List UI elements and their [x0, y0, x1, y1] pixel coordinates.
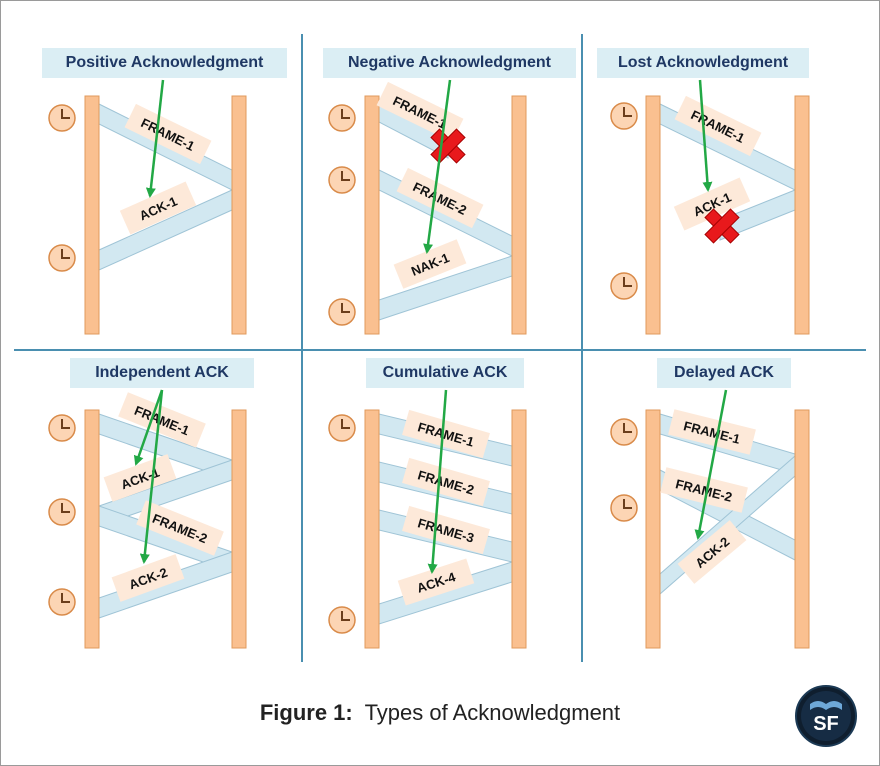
timer-icon	[610, 272, 638, 300]
frame-label: FRAME-1	[402, 409, 490, 459]
panel-independent-ack: FRAME-1 ACK-1 FRAME-2 ACK-2	[48, 389, 247, 649]
panel-delayed-ack: FRAME-1 FRAME-2 ACK-2	[610, 389, 810, 649]
timer-icon	[610, 102, 638, 130]
receiver-bar	[794, 95, 810, 335]
logo-text: SF	[813, 713, 839, 735]
timer-icon	[328, 606, 356, 634]
book-icon	[810, 701, 842, 710]
pointer-arrow	[145, 79, 165, 198]
receiver-bar	[231, 409, 247, 649]
panel-title-positive: Positive Acknowledgment	[42, 48, 287, 78]
receiver-bar	[511, 409, 527, 649]
figure-caption: Figure 1: Types of Acknowledgment	[0, 700, 880, 726]
timer-icon	[610, 418, 638, 446]
timer-icon	[328, 166, 356, 194]
panel-cumulative-ack: FRAME-1 FRAME-2 FRAME-3 ACK-4	[328, 389, 527, 649]
receiver-bar	[231, 95, 247, 335]
timer-icon	[48, 498, 76, 526]
sender-bar	[645, 409, 661, 649]
timer-icon	[610, 494, 638, 522]
panel-title-independent: Independent ACK	[70, 358, 254, 388]
pointer-arrow	[423, 79, 452, 254]
frame-label: FRAME-1	[668, 409, 756, 455]
frame-label: FRAME-3	[402, 505, 490, 555]
caption-text: Types of Acknowledgment	[364, 700, 621, 725]
timer-icon	[48, 104, 76, 132]
pointer-arrow	[133, 389, 164, 466]
sender-bar	[364, 95, 380, 335]
receiver-bar	[511, 95, 527, 335]
sender-bar	[645, 95, 661, 335]
timer-icon	[328, 298, 356, 326]
caption-prefix: Figure 1:	[259, 700, 353, 725]
frame-label: FRAME-2	[402, 457, 490, 507]
sender-bar	[364, 409, 380, 649]
timer-icon	[48, 414, 76, 442]
sf-logo: SF	[795, 685, 857, 747]
lost-cross-icon	[704, 208, 740, 244]
panel-title-negative: Negative Acknowledgment	[323, 48, 576, 78]
timer-icon	[48, 588, 76, 616]
pointer-arrow	[698, 79, 713, 192]
panel-lost-acknowledgment: FRAME-1 ACK-1	[610, 79, 810, 335]
panel-title-cumulative: Cumulative ACK	[366, 358, 524, 388]
pointer-arrow	[427, 389, 448, 574]
receiver-bar	[794, 409, 810, 649]
panel-title-delayed: Delayed ACK	[657, 358, 791, 388]
timer-icon	[328, 414, 356, 442]
pointer-arrow	[694, 389, 728, 540]
timer-icon	[328, 104, 356, 132]
panel-positive-acknowledgment: FRAME-1 ACK-1	[48, 79, 247, 335]
panel-negative-acknowledgment: FRAME-1 FRAME-2 NAK-1	[328, 79, 527, 335]
pointer-arrow	[139, 389, 164, 564]
sender-bar	[84, 95, 100, 335]
sender-bar	[84, 409, 100, 649]
panel-title-lost: Lost Acknowledgment	[597, 48, 809, 78]
timer-icon	[48, 244, 76, 272]
